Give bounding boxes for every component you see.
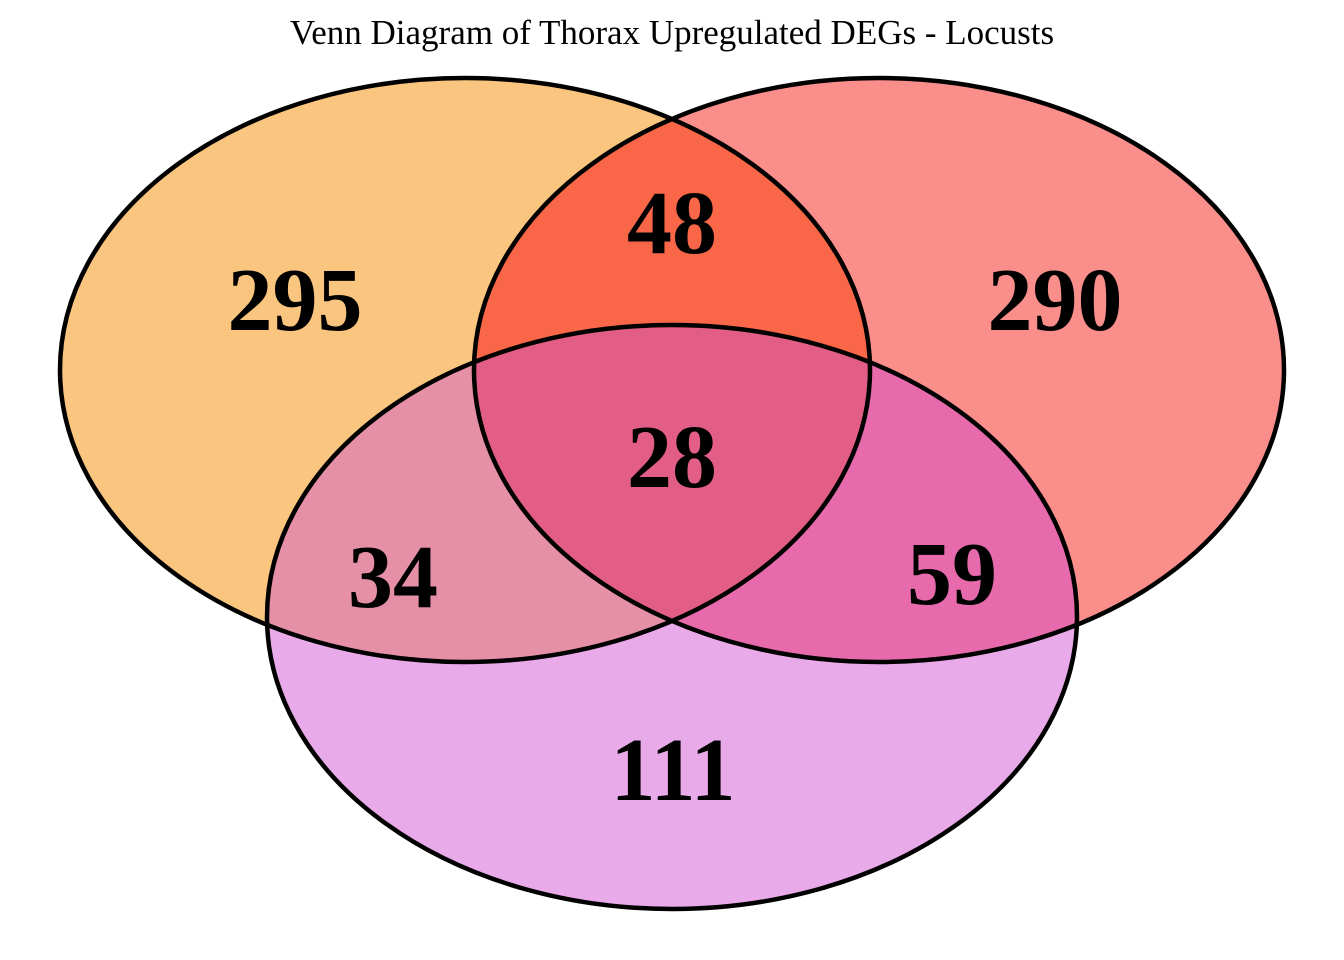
region-value-right-only: 290	[988, 251, 1123, 350]
venn-region-center	[474, 325, 870, 662]
region-value-left-bottom: 34	[348, 528, 438, 627]
region-value-bottom-only: 111	[610, 721, 735, 820]
venn-set-left-outline	[57, 75, 873, 665]
region-value-left-only: 295	[228, 251, 363, 350]
venn-set-right-outline	[471, 75, 1287, 665]
chart-title: Venn Diagram of Thorax Upregulated DEGs …	[290, 13, 1054, 52]
region-value-right-bottom: 59	[907, 525, 997, 624]
venn-set-bottom-outline	[264, 322, 1080, 912]
region-value-center: 28	[627, 408, 717, 507]
region-value-left-right: 48	[627, 174, 717, 273]
